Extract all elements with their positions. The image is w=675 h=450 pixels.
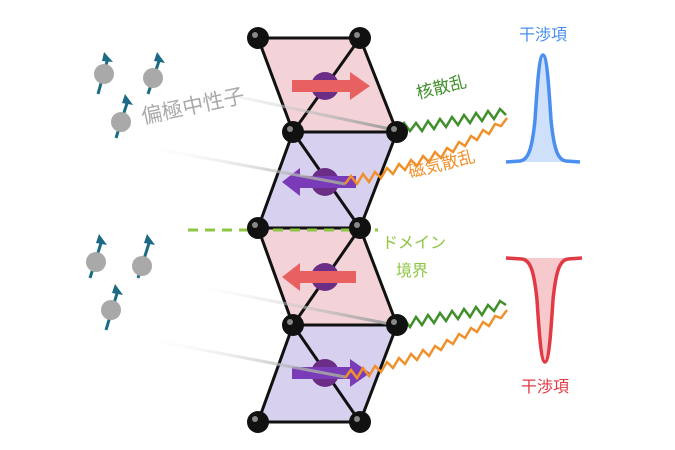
label-magnetic-scattering: 磁気散乱 (406, 147, 477, 183)
lattice-atoms (247, 27, 408, 433)
nuclear-wave-top (397, 106, 507, 134)
neutron-spin-icon (111, 94, 133, 139)
scattered-waves (344, 106, 508, 381)
neutron-beams (139, 80, 396, 379)
label-interference-bottom: 干渉項 (521, 377, 569, 396)
label-domain-boundary-2: 境界 (396, 261, 428, 280)
label-polarized-neutrons: 偏極中性子 (139, 84, 247, 129)
polarized-neutrons-bottom (86, 234, 155, 331)
magnetic-moment-2 (282, 168, 356, 196)
neutron-spin-icon (101, 284, 123, 331)
neutron-spin-icon (132, 234, 155, 279)
interference-peak-top (505, 53, 581, 164)
magnetic-wave-top (344, 117, 508, 187)
label-interference-top: 干渉項 (519, 25, 567, 44)
neutron-spin-icon (86, 234, 107, 279)
neutron-spin-icon (94, 52, 114, 95)
label-nuclear-scattering: 核散乱 (414, 72, 468, 104)
magnetic-wave-bottom (344, 309, 508, 381)
label-domain-boundary-1: ドメイン (382, 233, 446, 252)
magnetic-moment-3 (282, 263, 356, 291)
polarized-neutrons-top (94, 52, 165, 139)
magnetic-moment-1 (292, 72, 370, 100)
interference-peak-bottom (505, 256, 583, 364)
nuclear-wave-bottom (397, 299, 507, 330)
neutron-spin-icon (143, 52, 165, 95)
